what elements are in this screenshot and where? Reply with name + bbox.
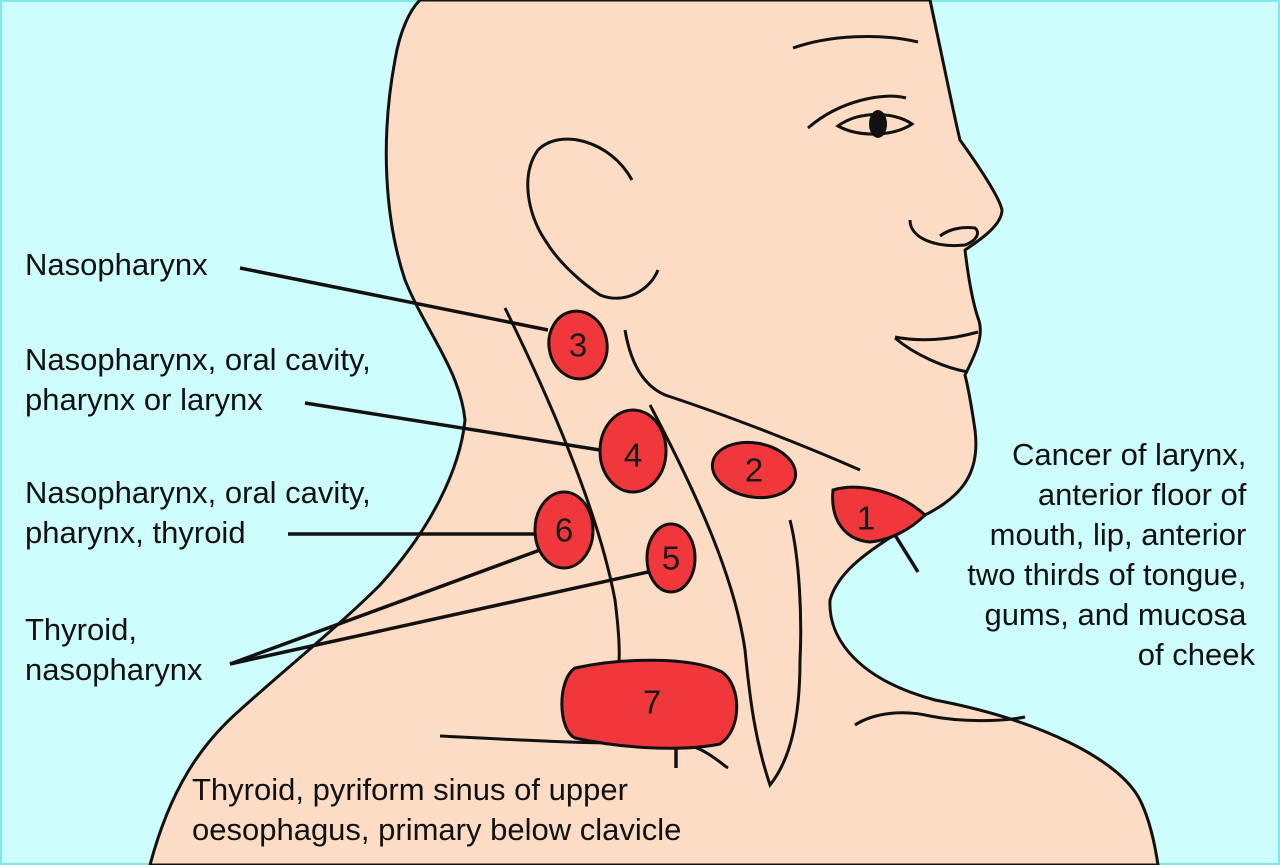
leader-line-3 xyxy=(239,266,549,332)
label-node-1-line-3: mouth, lip, anterior xyxy=(990,517,1247,552)
sternocleidomastoid-line xyxy=(503,307,621,671)
label-node-6-line-1: Nasopharynx, oral cavity, xyxy=(25,475,371,510)
node-7-number: 7 xyxy=(643,684,661,721)
node-1 xyxy=(831,485,928,544)
leader-line-4 xyxy=(304,401,601,452)
node-7 xyxy=(560,658,739,750)
jaw-line xyxy=(623,329,861,472)
leader-line-5 xyxy=(229,570,649,666)
node-3-number: 3 xyxy=(569,327,587,364)
pupil xyxy=(869,110,887,138)
mouth xyxy=(894,330,979,374)
eyebrow xyxy=(792,34,919,50)
shoulder-line xyxy=(854,711,1026,727)
node-group xyxy=(533,309,928,750)
label-node-1-line-4: two thirds of tongue, xyxy=(967,557,1246,592)
trachea-line xyxy=(648,404,803,789)
leader-line-6b xyxy=(229,548,541,666)
node-4 xyxy=(598,408,668,494)
leader-lines xyxy=(229,266,920,768)
label-node-3-line: Nasopharynx xyxy=(25,247,208,282)
label-node-1-line-6: of cheek xyxy=(1138,637,1256,672)
nostril xyxy=(908,219,979,248)
ear xyxy=(526,137,660,300)
node-2 xyxy=(710,440,798,500)
label-node-4-line-1: Nasopharynx, oral cavity, xyxy=(25,342,371,377)
label-node-5-6-line-1: Thyroid, xyxy=(25,612,137,647)
label-node-5-6: Thyroid, nasopharynx xyxy=(25,612,203,687)
node-2-number: 2 xyxy=(745,452,763,489)
label-node-6: Nasopharynx, oral cavity, pharynx, thyro… xyxy=(25,475,379,550)
node-5-number: 5 xyxy=(662,540,680,577)
label-node-1-line-2: anterior floor of xyxy=(1038,477,1247,512)
node-1-number: 1 xyxy=(857,500,875,537)
label-node-3: Nasopharynx xyxy=(25,247,208,282)
label-node-5-6-line-2: nasopharynx xyxy=(25,652,203,687)
label-node-7-line-1: Thyroid, pyriform sinus of upper xyxy=(192,772,628,807)
label-node-7-line-2: oesophagus, primary below clavicle xyxy=(192,812,681,847)
label-node-7: Thyroid, pyriform sinus of upper oesopha… xyxy=(192,772,681,847)
label-node-6-line-2: pharynx, thyroid xyxy=(25,515,246,550)
node-5 xyxy=(645,522,697,594)
label-node-1-line-5: gums, and mucosa xyxy=(984,597,1247,632)
node-6-number: 6 xyxy=(555,512,573,549)
label-node-4: Nasopharynx, oral cavity, pharynx or lar… xyxy=(25,342,379,417)
label-node-1: Cancer of larynx, anterior floor of mout… xyxy=(967,437,1255,672)
node-4-number: 4 xyxy=(624,437,642,474)
eyelid xyxy=(807,94,907,130)
label-node-4-line-2: pharynx or larynx xyxy=(25,382,263,417)
leader-line-1 xyxy=(893,534,920,573)
node-6 xyxy=(533,490,595,570)
label-node-1-line-1: Cancer of larynx, xyxy=(1012,437,1246,472)
node-3 xyxy=(547,309,609,381)
